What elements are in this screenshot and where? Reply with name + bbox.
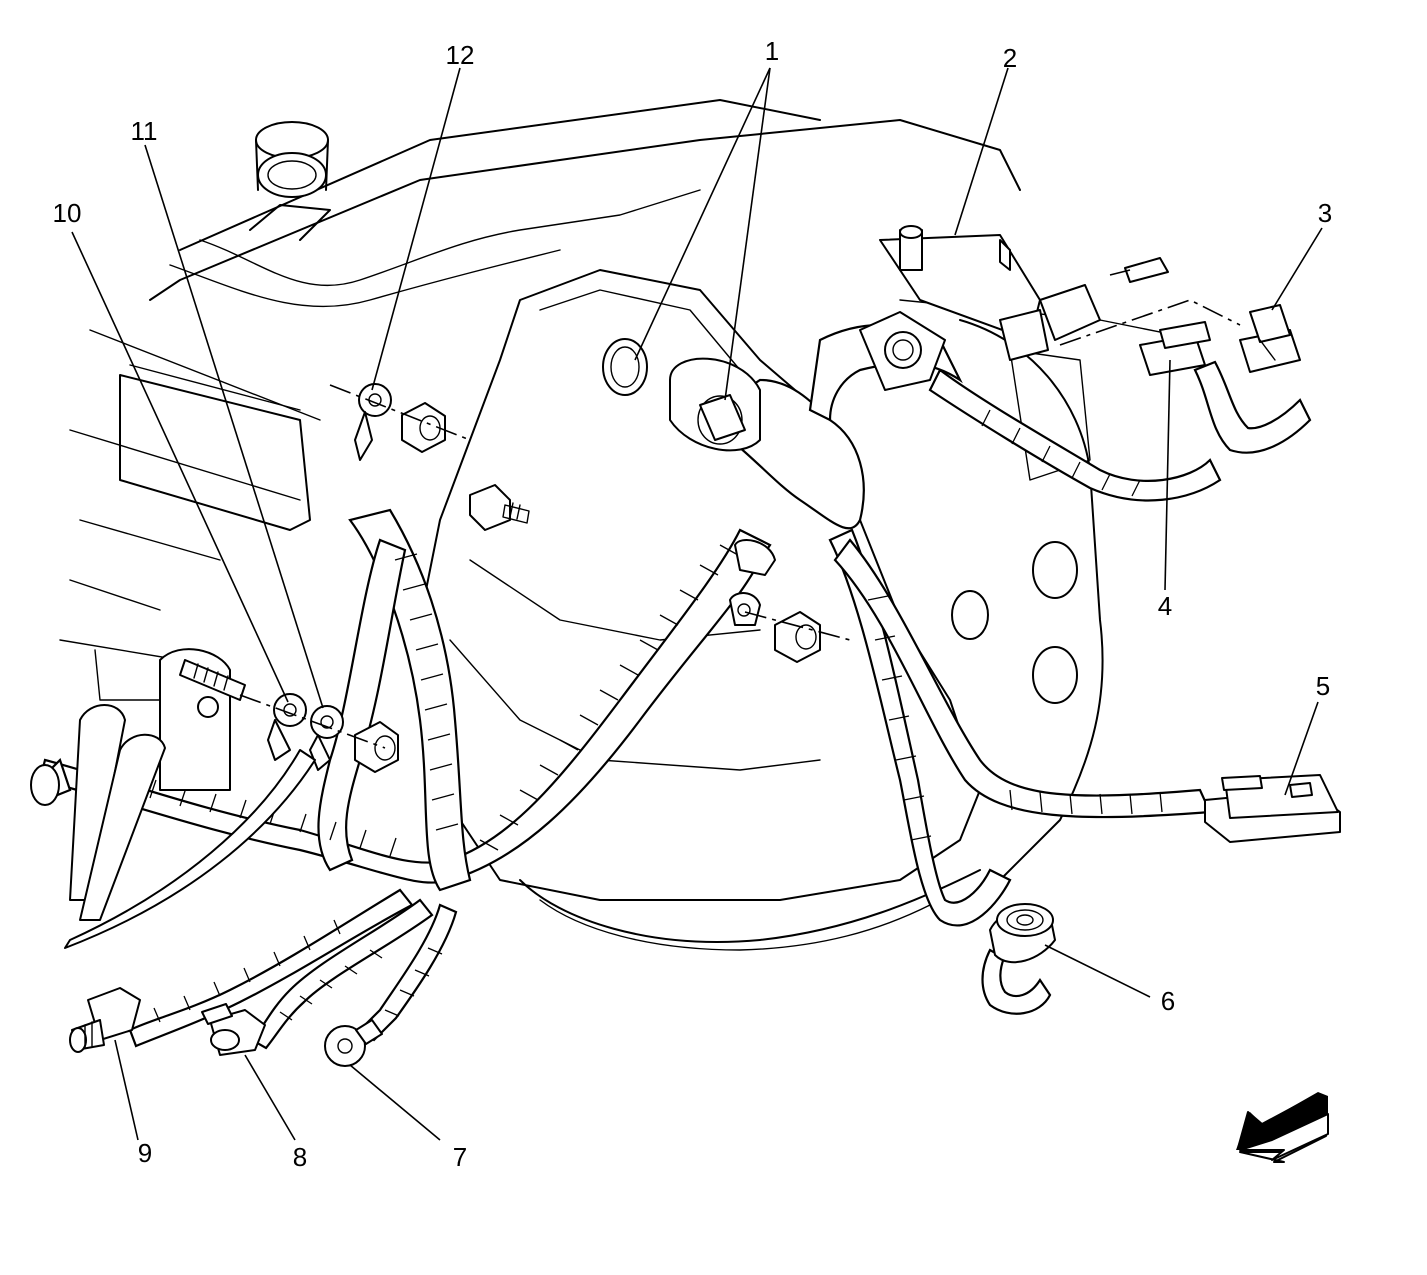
callout-10: 10 — [53, 198, 82, 228]
callout-8: 8 — [293, 1142, 307, 1172]
component-8-sensor — [201, 1003, 266, 1056]
callout-labels: 1 2 3 4 5 6 7 8 9 10 11 12 — [53, 36, 1333, 1172]
callout-5: 5 — [1316, 671, 1330, 701]
harness-wrap-texture — [119, 409, 1163, 1023]
component-1-connector — [602, 338, 761, 452]
component-3-connector — [1239, 304, 1301, 373]
engine-boss-1 — [1032, 541, 1078, 599]
component-9-sensor — [69, 987, 141, 1053]
wiring-harness — [38, 323, 1312, 1050]
callout-6: 6 — [1161, 986, 1175, 1016]
component-5-connector — [1204, 774, 1341, 843]
callout-9: 9 — [138, 1138, 152, 1168]
view-direction-arrow-icon — [1236, 1092, 1329, 1163]
engine-boss-3 — [951, 590, 989, 640]
component-7-ring-terminal — [324, 1019, 383, 1067]
components-10-11-terminals — [159, 648, 399, 791]
callout-7: 7 — [453, 1142, 467, 1172]
harness-grommet — [859, 311, 946, 391]
left-tubes — [30, 704, 316, 949]
callout-11: 11 — [131, 116, 158, 146]
callout-1: 1 — [765, 36, 779, 66]
callout-2: 2 — [1003, 43, 1017, 73]
callout-3: 3 — [1318, 198, 1332, 228]
mounting-hardware — [469, 484, 851, 663]
component-2-sensor — [879, 225, 1169, 361]
hose-coupling — [249, 121, 331, 241]
component-6-connector — [989, 903, 1056, 964]
callout-12: 12 — [446, 40, 475, 70]
engine-boss-2 — [1032, 646, 1078, 704]
routing-dashed-lines — [1059, 269, 1241, 346]
callout-4: 4 — [1158, 591, 1172, 621]
callout-leaders — [71, 67, 1323, 1141]
component-12-terminal — [329, 383, 471, 461]
component-4-connector — [1139, 321, 1211, 376]
